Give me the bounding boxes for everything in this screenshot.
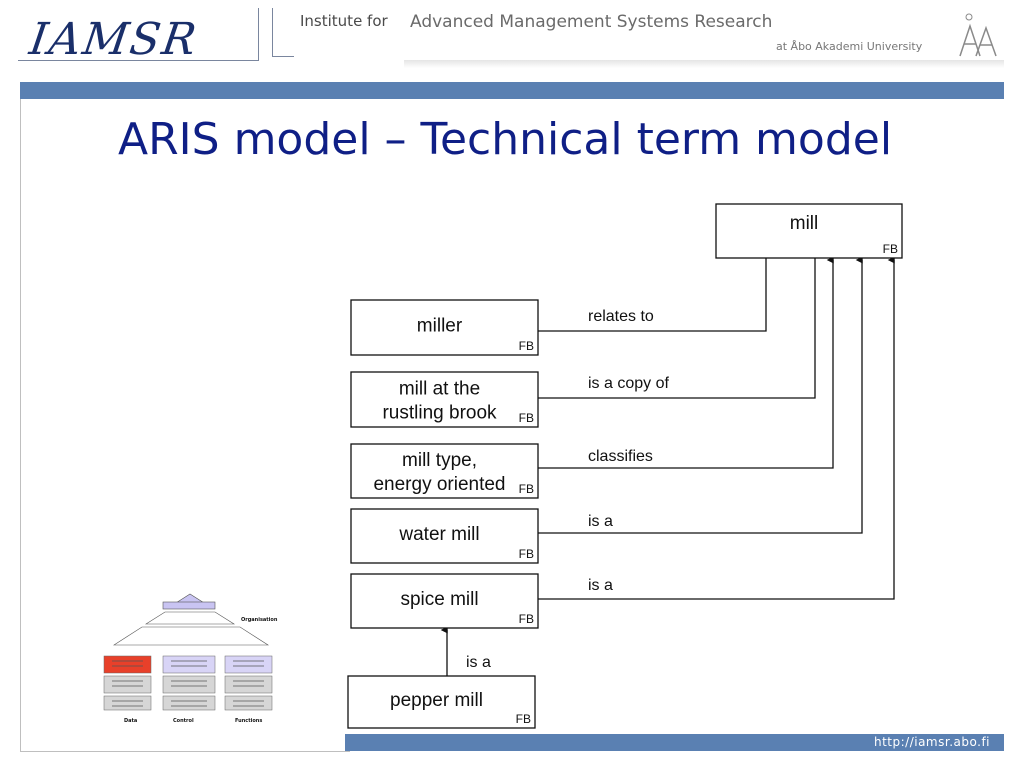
aris-roof-box (162, 601, 216, 610)
entity-box (350, 299, 539, 356)
footer-url[interactable]: http://iamsr.abo.fi (873, 735, 990, 749)
data-view-label: Data (124, 718, 137, 724)
relation-labels: relates to is a copy of classifies is a is a… (466, 308, 669, 671)
entity-tag: FB (519, 482, 534, 496)
entity-box (347, 675, 536, 729)
aris-cell (103, 675, 152, 694)
relation-label: is a (466, 654, 491, 671)
relation-connectors (440, 256, 895, 676)
entity-tag: FB (519, 612, 534, 626)
header-bar (20, 82, 1004, 99)
relation-label: relates to (588, 308, 654, 325)
entity-box (350, 508, 539, 564)
abo-akademi-logo-icon (959, 13, 997, 57)
aris-cell (162, 675, 216, 694)
relation-line-type-mill (538, 256, 834, 469)
logo-rule (272, 56, 294, 57)
entity-name: spice mill (400, 589, 478, 610)
aris-cell (103, 655, 152, 674)
institute-name: Advanced Management Systems Research (410, 12, 773, 32)
aris-view-cells (103, 655, 273, 711)
aris-cell (103, 695, 152, 711)
slide-title: ARIS model – Technical term model (118, 114, 893, 165)
entity-box (350, 371, 539, 428)
entity-name: mill (790, 213, 819, 234)
relation-line-water-mill (538, 256, 863, 534)
relation-label: is a (588, 513, 613, 530)
logo-rule (18, 60, 258, 61)
entity-copy: mill at the rustling brook FB (350, 371, 539, 428)
aris-cell (224, 695, 273, 711)
entity-box (715, 203, 903, 259)
institute-prefix: Institute for (300, 12, 388, 30)
bottom-border (20, 751, 350, 752)
entity-name: rustling brook (382, 403, 497, 424)
entity-name: mill at the (399, 379, 480, 400)
entity-tag: FB (519, 339, 534, 353)
entity-tag: FB (519, 411, 534, 425)
relation-line-copy-mill (538, 258, 816, 399)
aris-cell (224, 655, 273, 674)
functions-view-label: Functions (235, 718, 262, 724)
entity-name: mill type, (402, 450, 477, 471)
left-border (20, 99, 21, 751)
entity-box (350, 443, 539, 499)
aris-cell (224, 675, 273, 694)
organisation-label: Organisation (241, 617, 278, 623)
footer-bar (345, 734, 1004, 751)
relation-label: is a (588, 577, 613, 594)
aris-roof-mid (144, 611, 236, 625)
logo-rule (258, 8, 259, 61)
relation-label: is a copy of (588, 375, 669, 392)
logo-rule (272, 8, 273, 56)
entity-tag: FB (519, 547, 534, 561)
aris-roof-bottom (112, 626, 270, 646)
entity-name: pepper mill (390, 690, 483, 711)
relation-line-miller-mill (538, 258, 767, 332)
relation-label: classifies (588, 448, 653, 465)
relation-line-spice-mill (538, 256, 895, 600)
aris-cell (162, 655, 216, 674)
header-shadow (404, 60, 1004, 68)
entity-type: mill type, energy oriented FB (350, 443, 539, 499)
entity-box (350, 573, 539, 629)
entity-tag: FB (883, 242, 898, 256)
university-name: at Åbo Akademi University (776, 40, 923, 53)
entity-name: water mill (398, 524, 479, 545)
aris-cell (162, 695, 216, 711)
entity-name: energy oriented (373, 474, 505, 495)
entity-tag: FB (516, 712, 531, 726)
aris-house-thumbnail: Organisation Data Control Functions (103, 593, 278, 724)
entity-name: miller (417, 316, 463, 337)
control-view-label: Control (173, 718, 194, 724)
